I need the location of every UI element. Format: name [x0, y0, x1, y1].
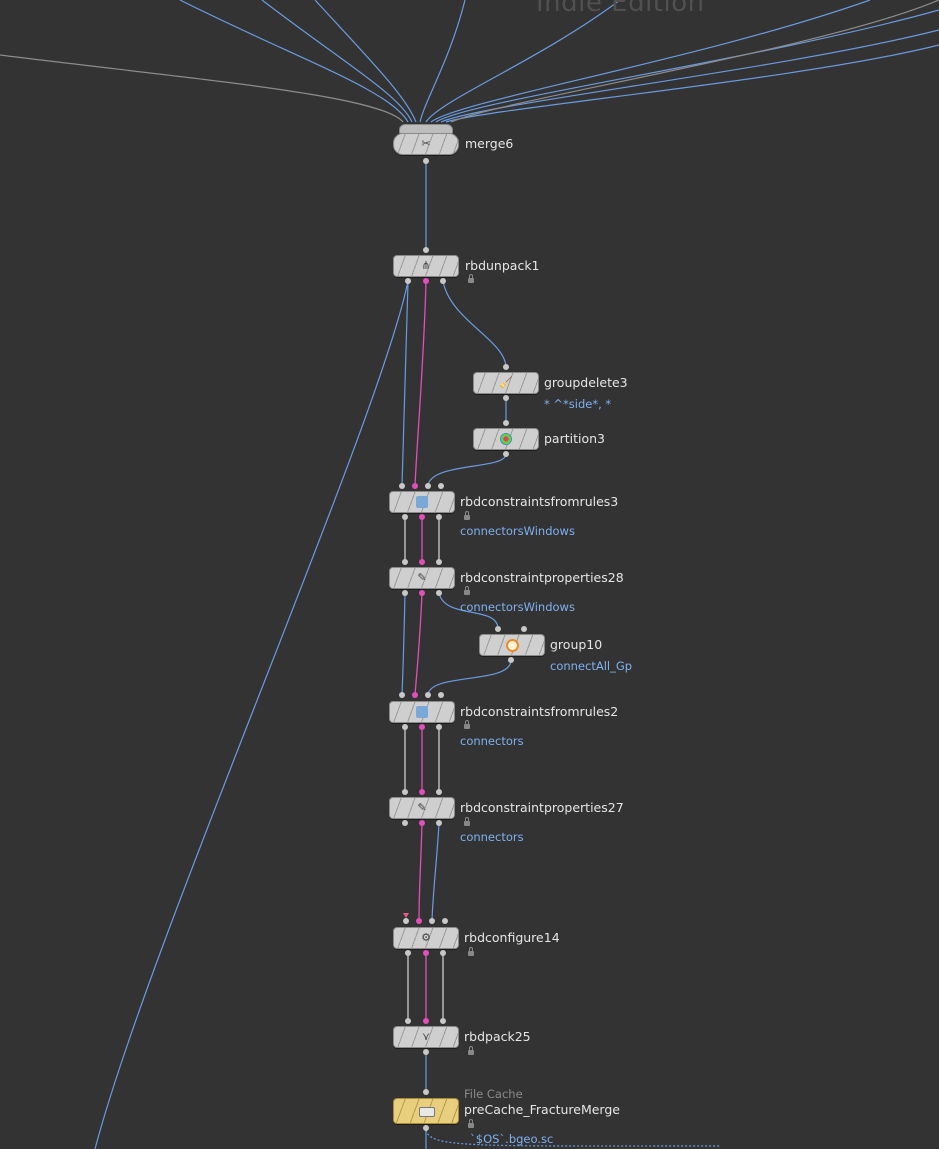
node-group10[interactable]: [479, 634, 545, 656]
node-label-partition3: partition3: [544, 431, 606, 446]
node-label-rbdconstraintproperties28: rbdconstraintproperties28: [460, 570, 624, 585]
lock-icon: [468, 1046, 474, 1055]
partition-icon: [500, 433, 512, 445]
node-rbdconstraintproperties28[interactable]: ✎: [389, 567, 455, 589]
unpack-icon: ⋔: [421, 259, 431, 272]
node-label-merge6: merge6: [465, 136, 514, 151]
node-label-rbdconstraintsfromrules2: rbdconstraintsfromrules2: [460, 704, 619, 719]
constraint-props-icon: ✎: [417, 571, 427, 584]
node-rbdconstraintsfromrules3[interactable]: [389, 491, 455, 513]
lock-icon: [468, 274, 474, 283]
lock-icon: [468, 1119, 474, 1128]
merge-input-bar[interactable]: [399, 124, 453, 134]
constraint-props-icon: ✎: [417, 801, 427, 814]
node-label-groupdelete3: groupdelete3: [544, 375, 628, 390]
broom-icon: 🧹: [499, 376, 513, 389]
lock-icon: [464, 720, 470, 729]
file-cache-icon: [419, 1107, 435, 1117]
node-comment-groupdelete3: * ^*side*, *: [544, 397, 612, 411]
display-flag-icon: [403, 913, 409, 918]
configure-icon: ⚙: [421, 931, 431, 944]
node-rbdconstraintproperties27[interactable]: ✎: [389, 797, 455, 819]
node-partition3[interactable]: [473, 428, 539, 450]
lock-icon: [468, 947, 474, 956]
constraint-rules-icon: [416, 706, 428, 718]
group-icon: [506, 639, 519, 652]
node-label-rbdpack25: rbdpack25: [464, 1029, 531, 1044]
node-comment-group10: connectAll_Gp: [550, 659, 633, 673]
node-precache-fracturemerge[interactable]: [393, 1098, 459, 1124]
node-rbdconfigure14[interactable]: ⚙: [393, 927, 459, 949]
node-comment-rbdconstraintproperties28: connectorsWindows: [460, 600, 575, 614]
node-label-rbdconstraintsfromrules3: rbdconstraintsfromrules3: [460, 494, 619, 509]
node-rbdpack25[interactable]: ⋎: [393, 1026, 459, 1048]
node-comment-precache: `$OS`.bgeo.sc: [470, 1132, 554, 1146]
node-label-rbdconfigure14: rbdconfigure14: [464, 930, 560, 945]
node-merge6[interactable]: ✂: [393, 133, 459, 155]
node-rbdunpack1[interactable]: ⋔: [393, 255, 459, 277]
node-type-label: File Cache: [464, 1087, 523, 1101]
node-label-rbdconstraintproperties27: rbdconstraintproperties27: [460, 800, 624, 815]
node-label-rbdunpack1: rbdunpack1: [465, 258, 540, 273]
lock-icon: [464, 586, 470, 595]
node-comment-rbdconstraintsfromrules3: connectorsWindows: [460, 524, 575, 538]
lock-icon: [464, 511, 470, 520]
edition-watermark: Indie Edition: [536, 0, 705, 18]
node-comment-rbdconstraintsfromrules2: connectors: [460, 734, 524, 748]
node-label-group10: group10: [550, 637, 603, 652]
node-comment-rbdconstraintproperties27: connectors: [460, 830, 524, 844]
node-rbdconstraintsfromrules2[interactable]: [389, 701, 455, 723]
pack-icon: ⋎: [421, 1030, 431, 1043]
constraint-rules-icon: [416, 496, 428, 508]
node-groupdelete3[interactable]: 🧹: [473, 372, 539, 394]
merge-icon: ✂: [421, 137, 431, 150]
lock-icon: [464, 817, 470, 826]
node-label-precache: preCache_FractureMerge: [464, 1102, 620, 1117]
